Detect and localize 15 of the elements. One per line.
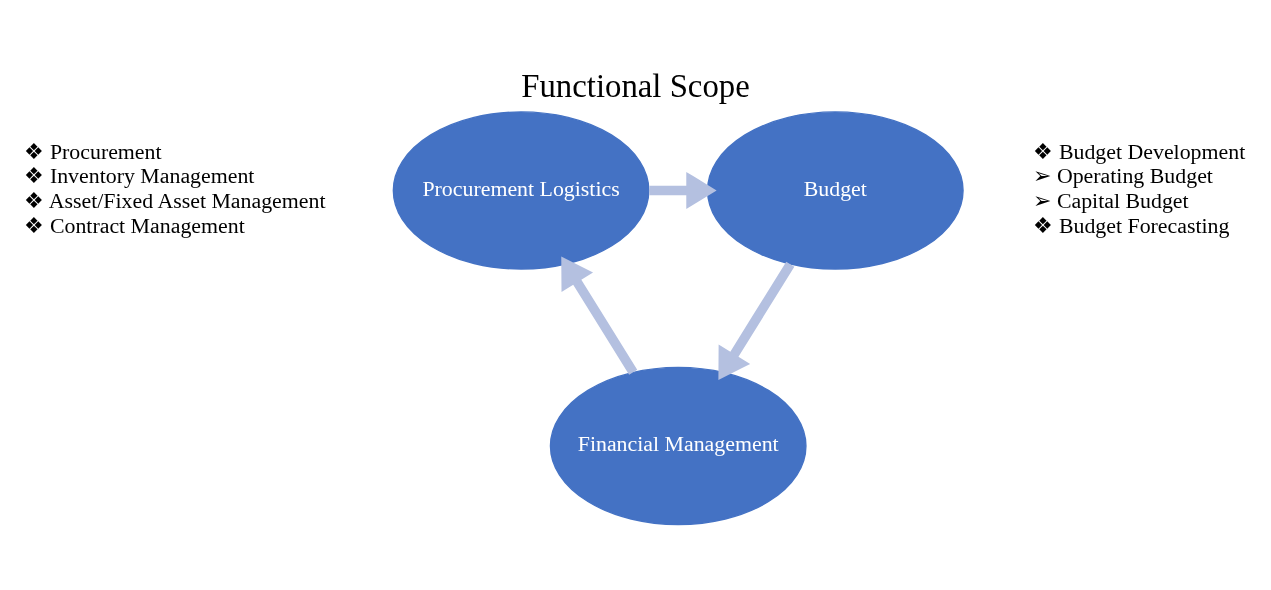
node-ellipse: Financial Management bbox=[549, 366, 807, 526]
diagram-title: Functional Scope bbox=[521, 68, 750, 105]
node-label: ➢ Operating Budget bbox=[1033, 164, 1213, 189]
node-label: ❖ Budget Development bbox=[1033, 139, 1246, 164]
node-label: ➢ Capital Budget bbox=[1033, 188, 1189, 213]
node-label: ❖ Procurement bbox=[24, 139, 162, 164]
node-ellipse: Procurement Logistics bbox=[392, 111, 650, 270]
node-label: ❖ Inventory Management bbox=[24, 164, 255, 189]
arrow bbox=[649, 171, 717, 210]
arrow bbox=[718, 261, 795, 380]
node-label: ❖ Contract Management bbox=[24, 213, 245, 238]
node-ellipse: Budget bbox=[706, 111, 964, 270]
node-label: ❖ Budget Forecasting bbox=[1033, 213, 1230, 238]
arrow bbox=[561, 256, 638, 375]
node-label: ❖ Asset/Fixed Asset Management bbox=[24, 188, 326, 213]
